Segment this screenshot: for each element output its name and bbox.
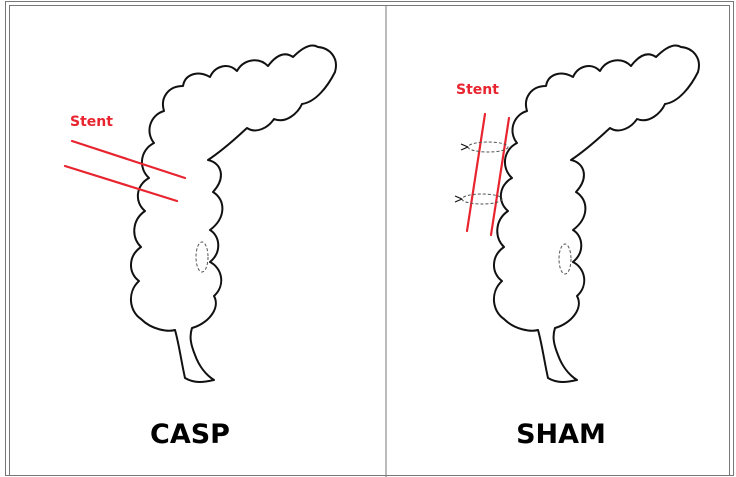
stent-line: [467, 114, 485, 231]
panel-sham: [494, 45, 699, 382]
colon-illustration: [131, 45, 336, 382]
stent-label: Stent: [456, 82, 499, 98]
suture-tie: [461, 144, 468, 150]
suture-loop: [468, 142, 508, 152]
panel-title: CASP: [150, 419, 230, 450]
colon-illustration: [494, 45, 699, 382]
suture-tie: [455, 196, 462, 202]
panel-casp: Stent CASP: [65, 45, 336, 450]
panel-title: SHAM: [516, 419, 606, 450]
stent-label: Stent: [70, 114, 113, 130]
